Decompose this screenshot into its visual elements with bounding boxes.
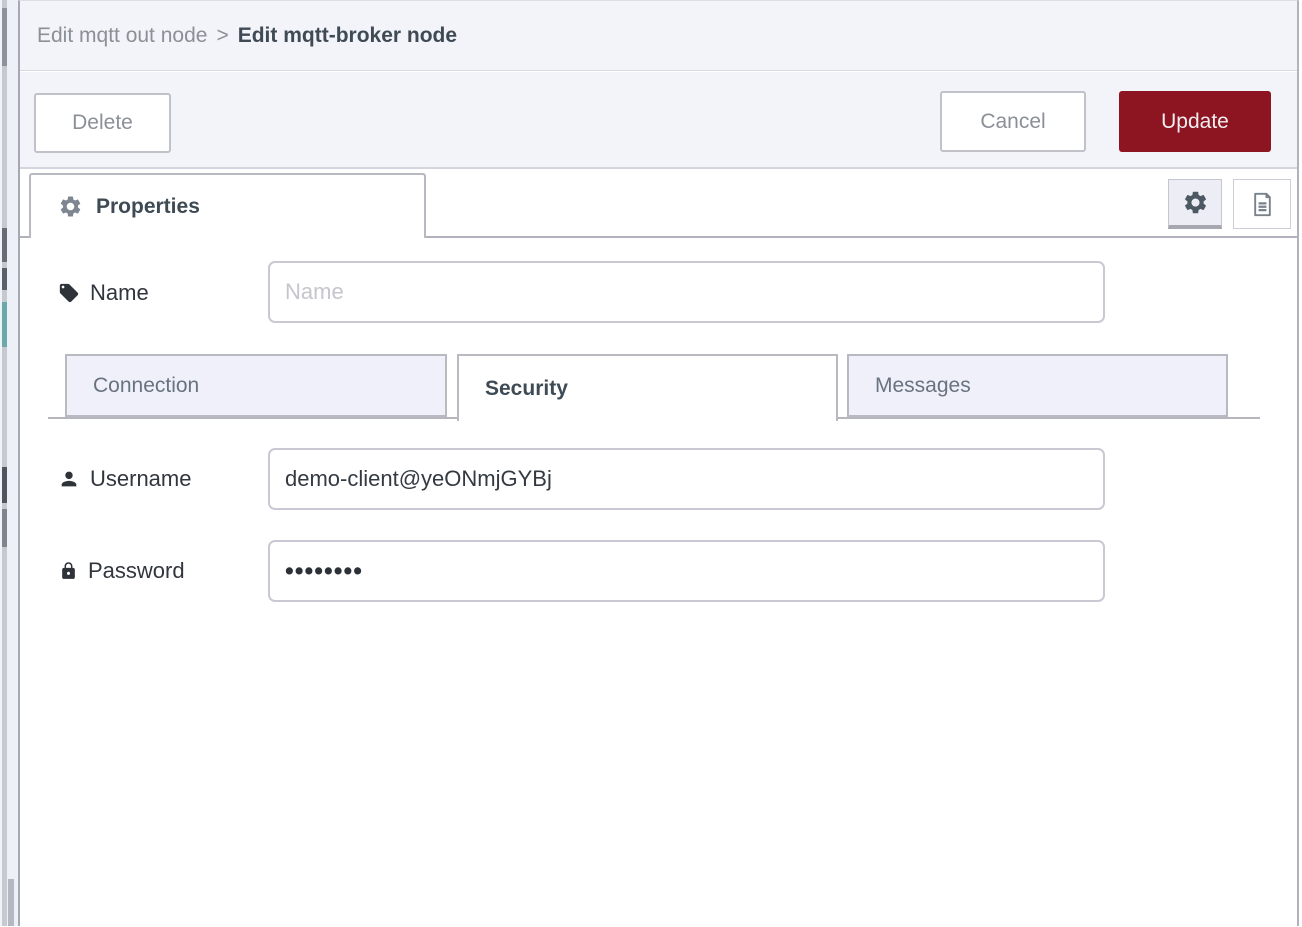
user-icon [61, 471, 77, 487]
password-label: Password [59, 558, 185, 584]
tab-security[interactable]: Security [457, 354, 838, 421]
tab-messages[interactable]: Messages [847, 354, 1228, 417]
gear-icon [60, 196, 81, 217]
tray-gap [7, 0, 18, 926]
tab-properties-label: Properties [96, 194, 200, 218]
update-button[interactable]: Update [1119, 91, 1271, 152]
tag-icon [59, 283, 79, 303]
document-icon [1253, 192, 1271, 216]
tab-connection[interactable]: Connection [65, 354, 447, 417]
toggle-node-description-button[interactable] [1233, 179, 1291, 229]
tab-properties[interactable]: Properties [29, 173, 426, 238]
toggle-node-properties-button[interactable] [1168, 179, 1222, 229]
username-input[interactable] [268, 448, 1105, 510]
tray-tab-bar: Properties [20, 171, 1297, 238]
name-input[interactable] [268, 261, 1105, 323]
lock-icon [62, 562, 75, 579]
edit-tray: Edit mqtt out node > Edit mqtt-broker no… [18, 0, 1299, 927]
broker-tabs: Connection Security Messages [48, 354, 1260, 421]
password-input[interactable] [268, 540, 1105, 602]
breadcrumb-separator: > [216, 23, 229, 47]
workspace-scrollbar[interactable] [8, 879, 14, 926]
username-label: Username [58, 466, 191, 492]
breadcrumb: Edit mqtt out node > Edit mqtt-broker no… [20, 1, 1297, 71]
breadcrumb-parent-link[interactable]: Edit mqtt out node [37, 23, 208, 47]
tray-tab-underline [20, 236, 1297, 238]
username-label-text: Username [90, 466, 192, 491]
cancel-button[interactable]: Cancel [940, 91, 1086, 152]
form-content: Name Connection Security Messages Userna… [20, 238, 1297, 927]
page-title: Edit mqtt-broker node [237, 23, 458, 47]
tray-toolbar: Delete Cancel Update [20, 72, 1297, 169]
password-label-text: Password [88, 558, 185, 583]
workspace-edge [0, 0, 20, 926]
name-label-text: Name [90, 280, 149, 305]
palette-sliver [2, 0, 7, 926]
delete-button[interactable]: Delete [34, 93, 171, 153]
gear-icon [1184, 191, 1206, 214]
name-label: Name [58, 280, 149, 306]
